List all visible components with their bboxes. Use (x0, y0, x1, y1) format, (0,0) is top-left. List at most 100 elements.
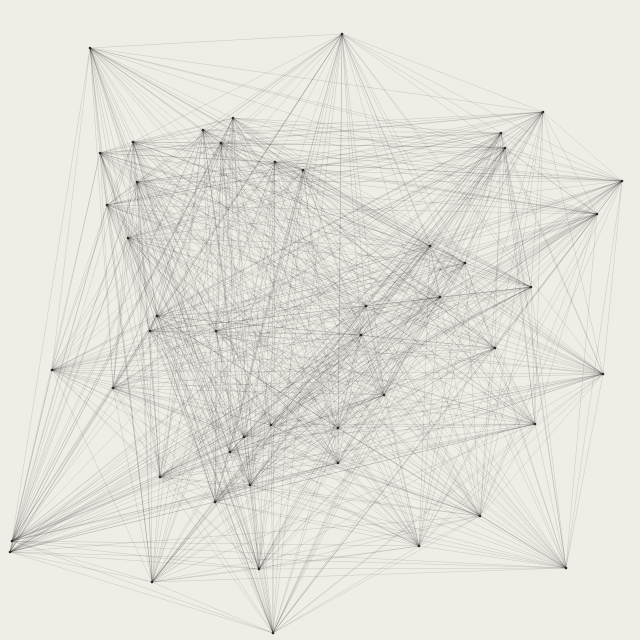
edge-line (127, 237, 216, 503)
edge-line (136, 33, 343, 183)
edge-line (337, 262, 466, 429)
edge-line (51, 296, 441, 371)
edge-line (112, 387, 420, 547)
edge-line (106, 169, 304, 206)
edge-line (106, 204, 604, 375)
node-layer (8, 32, 624, 635)
edge-line (274, 161, 431, 247)
edge-line (99, 129, 204, 154)
edge-line (149, 330, 161, 478)
edge-line (360, 286, 532, 336)
edge-line (214, 394, 385, 503)
graph-node (228, 450, 232, 454)
edge-line (9, 540, 13, 553)
edge-line (9, 181, 138, 553)
edge-line (51, 369, 604, 375)
edge-line (51, 141, 134, 371)
edge-line (215, 305, 367, 332)
edge-line (106, 33, 343, 206)
edge-line (504, 111, 544, 149)
edge-line (439, 180, 623, 298)
edge-line (337, 111, 544, 429)
edge-line (106, 204, 251, 486)
edge-line (9, 111, 544, 553)
edge-line (215, 330, 385, 396)
edge-line (494, 111, 544, 349)
edge-line (106, 132, 502, 206)
edge-line (132, 141, 153, 583)
edge-line (156, 117, 234, 317)
edge-line (365, 286, 532, 307)
edge-line (270, 161, 276, 426)
edge-line (249, 245, 431, 486)
edge-line (274, 161, 466, 264)
edge-line (214, 142, 222, 503)
edge-line (136, 181, 153, 583)
graph-node (601, 372, 605, 376)
graph-node (438, 295, 442, 299)
edge-line (127, 132, 502, 239)
edge-line (112, 387, 385, 396)
edge-line (136, 181, 362, 336)
edge-line (11, 111, 544, 542)
edge-line (215, 161, 276, 332)
edge-line (232, 117, 604, 375)
edge-line (149, 330, 251, 486)
edge-line (272, 296, 441, 634)
edge-line (11, 540, 420, 547)
edge-line (132, 141, 567, 569)
edge-line (11, 424, 272, 542)
edge-line (302, 169, 598, 215)
edge-line (151, 451, 231, 583)
edge-line (243, 436, 260, 570)
edge-line (132, 141, 385, 396)
edge-line (337, 286, 532, 464)
edge-line (106, 204, 217, 332)
edge-line (365, 132, 502, 307)
edge-line (11, 181, 138, 542)
edge-line (270, 296, 441, 426)
edge-line (258, 568, 274, 634)
edge-line (202, 129, 274, 634)
edge-line (220, 111, 544, 144)
edge-line (249, 111, 544, 486)
edge-line (202, 129, 217, 332)
edge-line (51, 213, 598, 371)
edge-line (156, 315, 536, 425)
edge-line (132, 141, 158, 317)
edge-line (337, 147, 506, 429)
edge-line (89, 47, 544, 113)
edge-line (156, 180, 623, 317)
edge-line (151, 423, 536, 583)
edge-line (159, 334, 362, 478)
edge-line (136, 181, 536, 425)
edge-line (99, 152, 604, 375)
edge-line (149, 330, 339, 464)
edge-line (136, 181, 251, 486)
edge-line (202, 129, 251, 486)
edge-line (51, 369, 536, 425)
edge-line (11, 476, 161, 542)
edge-line (51, 315, 158, 371)
edge-line (159, 373, 604, 478)
edge-line (494, 347, 567, 569)
edge-line (99, 152, 138, 183)
edge-line (220, 142, 466, 264)
edge-line (149, 330, 604, 375)
edge-line (229, 33, 343, 453)
edge-line (99, 111, 544, 154)
edge-line (106, 204, 274, 634)
graph-node (111, 386, 115, 390)
edge-line (89, 47, 101, 154)
edge-line (229, 213, 598, 453)
edge-line (360, 334, 481, 517)
edge-line (9, 394, 385, 553)
edge-line (249, 484, 420, 547)
edge-line (9, 296, 441, 553)
edge-line (156, 315, 481, 517)
edge-line (337, 33, 343, 464)
graph-node (428, 244, 432, 248)
edge-line (159, 296, 441, 478)
edge-line (500, 132, 506, 149)
edge-line (112, 141, 134, 389)
